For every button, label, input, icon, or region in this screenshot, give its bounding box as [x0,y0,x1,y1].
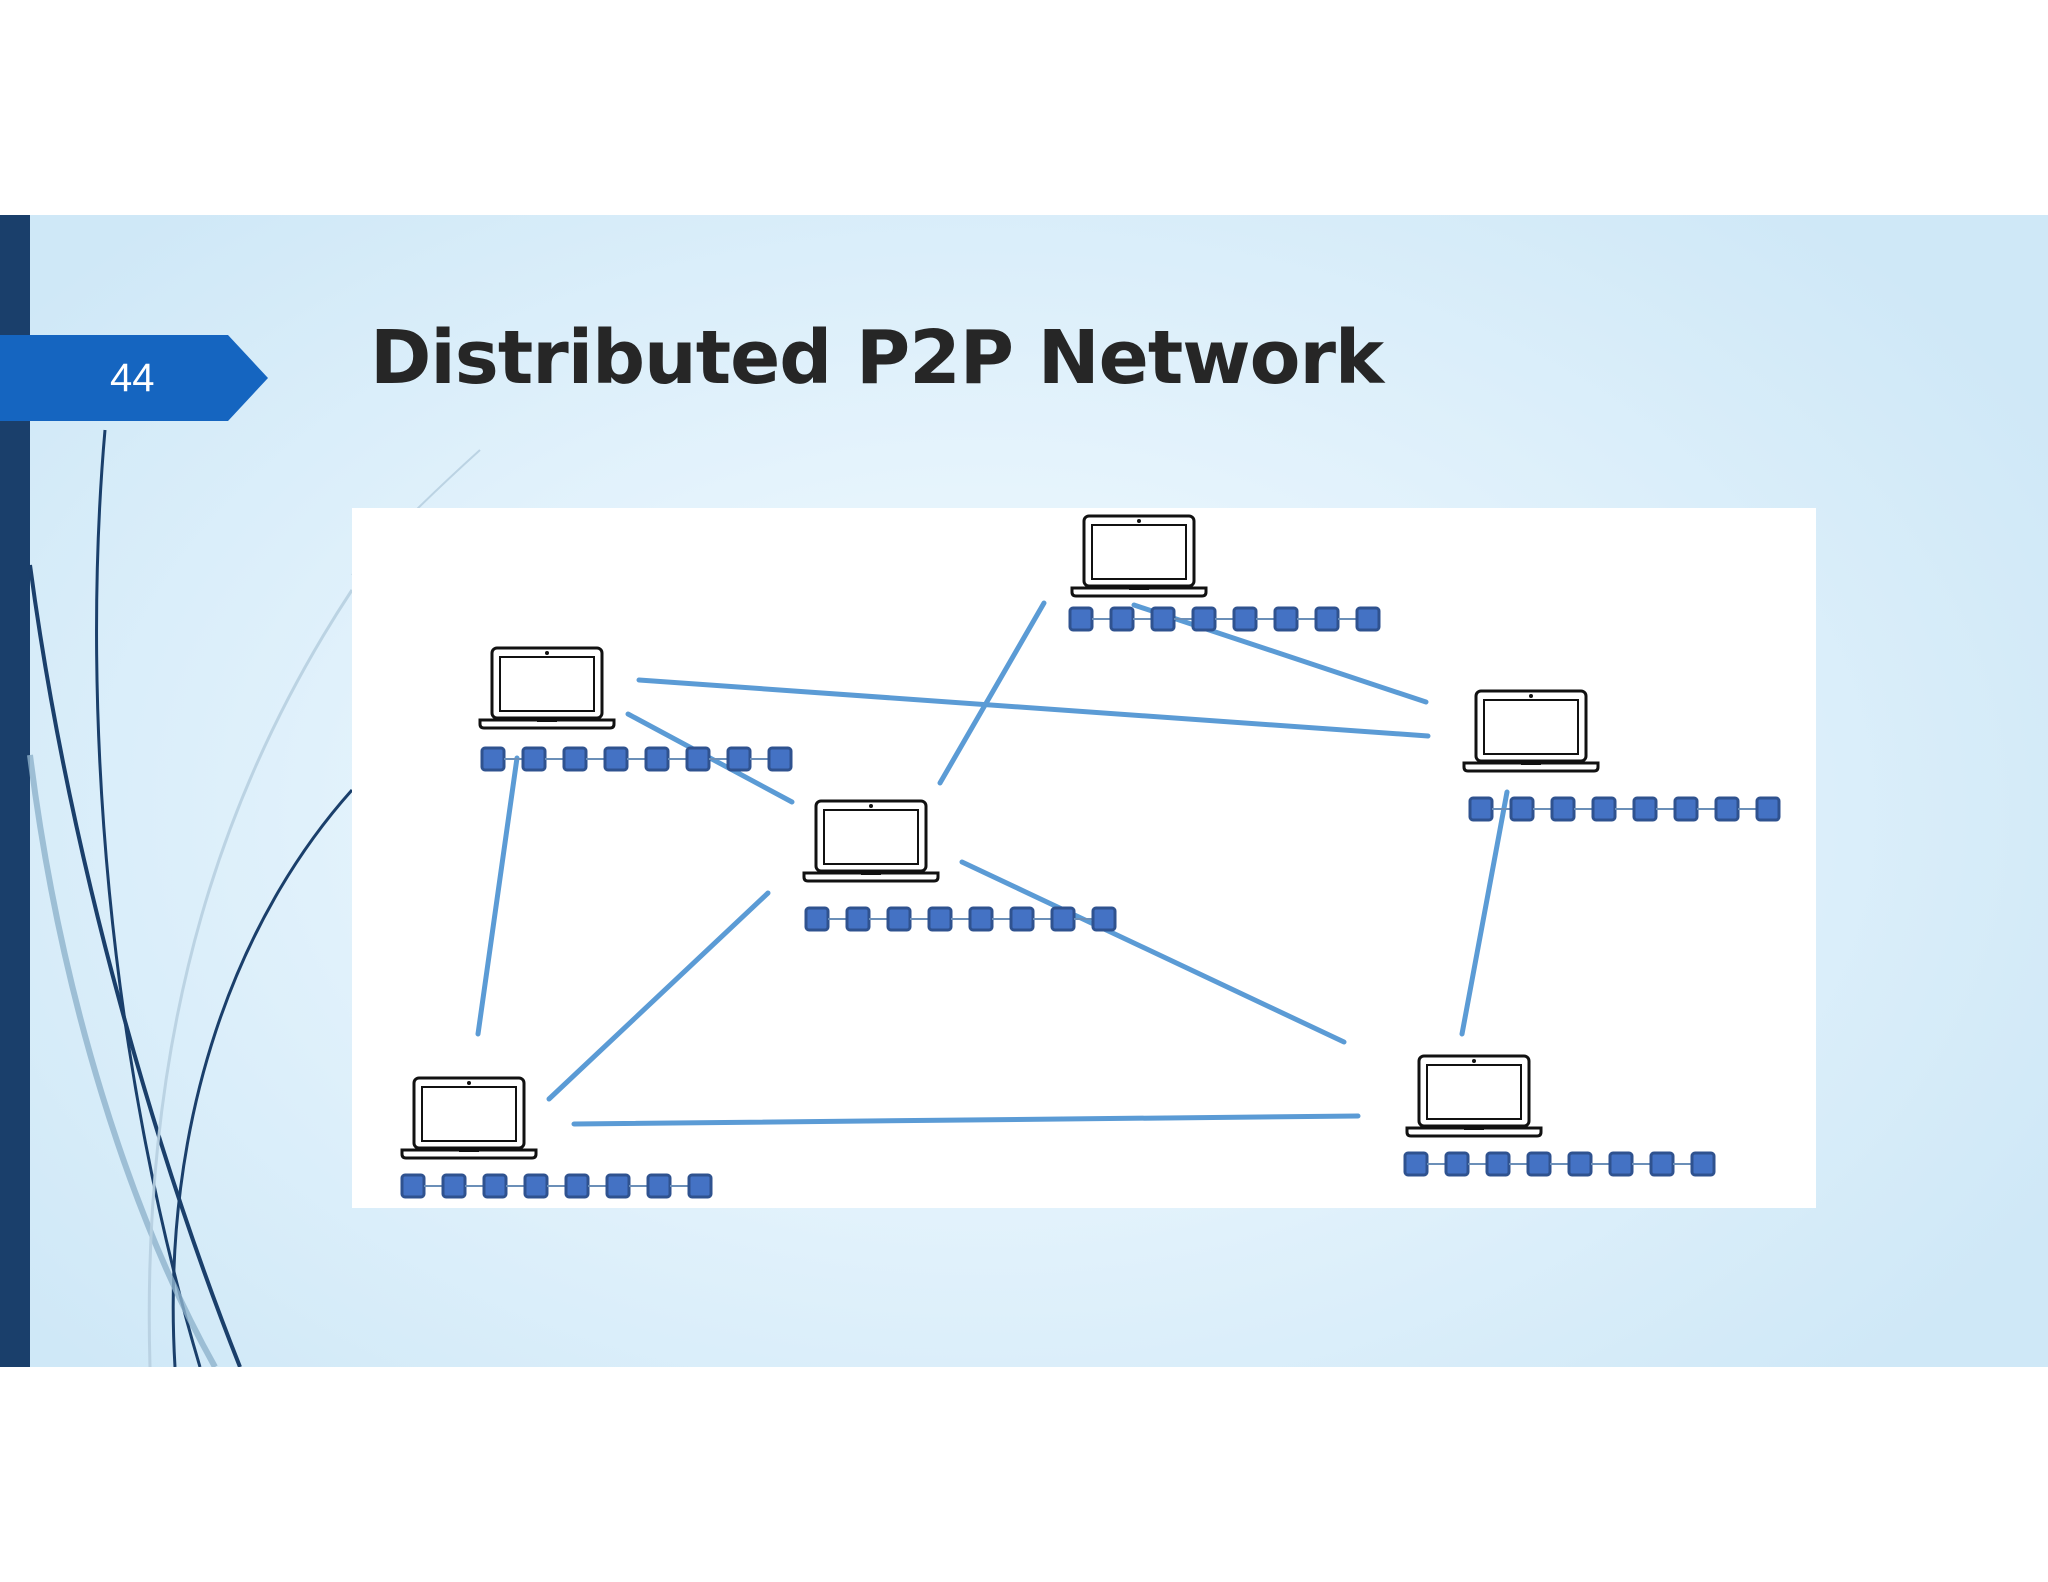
block [1632,796,1658,822]
blockchain-ledger [400,1173,713,1199]
blockchain-ledger [1068,606,1381,632]
p2p-network-diagram [352,508,1816,1208]
block [1444,1151,1470,1177]
block [1567,1151,1593,1177]
connection-line-upper-left-right [636,677,1431,739]
block [927,906,953,932]
block [400,1173,426,1199]
connection-line-center-bottom-left [546,890,771,1102]
connection-line-top-center-center [937,600,1047,786]
block [644,746,670,772]
block [482,1173,508,1199]
block [521,746,547,772]
laptop-icon [1405,1054,1543,1138]
laptop-icon [802,799,940,883]
block [1526,1151,1552,1177]
block [1403,1151,1429,1177]
blockchain-ledger [1403,1151,1716,1177]
block [1714,796,1740,822]
block [1608,1151,1634,1177]
connection-line-right-bottom-right [1459,789,1510,1037]
block [1755,796,1781,822]
block [968,906,994,932]
block [562,746,588,772]
peer-node-center [802,799,1117,932]
blockchain-ledger [480,746,793,772]
block [1068,606,1094,632]
block [1591,796,1617,822]
block [1673,796,1699,822]
block [886,906,912,932]
laptop-icon [400,1076,538,1160]
block [804,906,830,932]
block [603,746,629,772]
block [1509,796,1535,822]
block [1550,796,1576,822]
network-nodes [400,514,1781,1199]
block [1485,1151,1511,1177]
block [441,1173,467,1199]
slide: 44 Distributed P2P Network [0,215,2048,1367]
block [1468,796,1494,822]
block [1091,906,1117,932]
slide-number-tab [0,335,268,421]
block [1690,1151,1716,1177]
block [726,746,752,772]
block [646,1173,672,1199]
connection-lines [475,600,1510,1127]
slide-number-tab-shape [0,335,268,421]
peer-node-bottom-left [400,1076,713,1199]
block [767,746,793,772]
slide-title: Distributed P2P Network [370,315,1384,401]
peer-node-upper-left [478,646,793,772]
block [1009,906,1035,932]
block [1649,1151,1675,1177]
block [1050,906,1076,932]
blockchain-ledger [804,906,1117,932]
block [687,1173,713,1199]
blockchain-ledger [1468,796,1781,822]
connection-line-bottom-left-bottom-right [571,1113,1361,1127]
diagram-canvas [400,514,1781,1199]
peer-node-top-center [1068,514,1381,632]
peer-node-right [1462,689,1781,822]
decorative-swooshes [27,429,481,1367]
block [1150,606,1176,632]
connection-line-upper-left-bottom-left [475,755,520,1037]
laptop-icon [1462,689,1600,773]
connection-line-center-bottom-right [959,859,1347,1045]
block [1109,606,1135,632]
peer-node-bottom-right [1403,1054,1716,1177]
block [685,746,711,772]
block [605,1173,631,1199]
laptop-icon [1070,514,1208,598]
block [480,746,506,772]
block [1191,606,1217,632]
block [564,1173,590,1199]
laptop-icon [478,646,616,730]
slide-number: 44 [110,356,155,400]
block [1232,606,1258,632]
block [1314,606,1340,632]
block [1273,606,1299,632]
block [845,906,871,932]
connection-line-top-center-right [1131,602,1429,705]
block [1355,606,1381,632]
block [523,1173,549,1199]
